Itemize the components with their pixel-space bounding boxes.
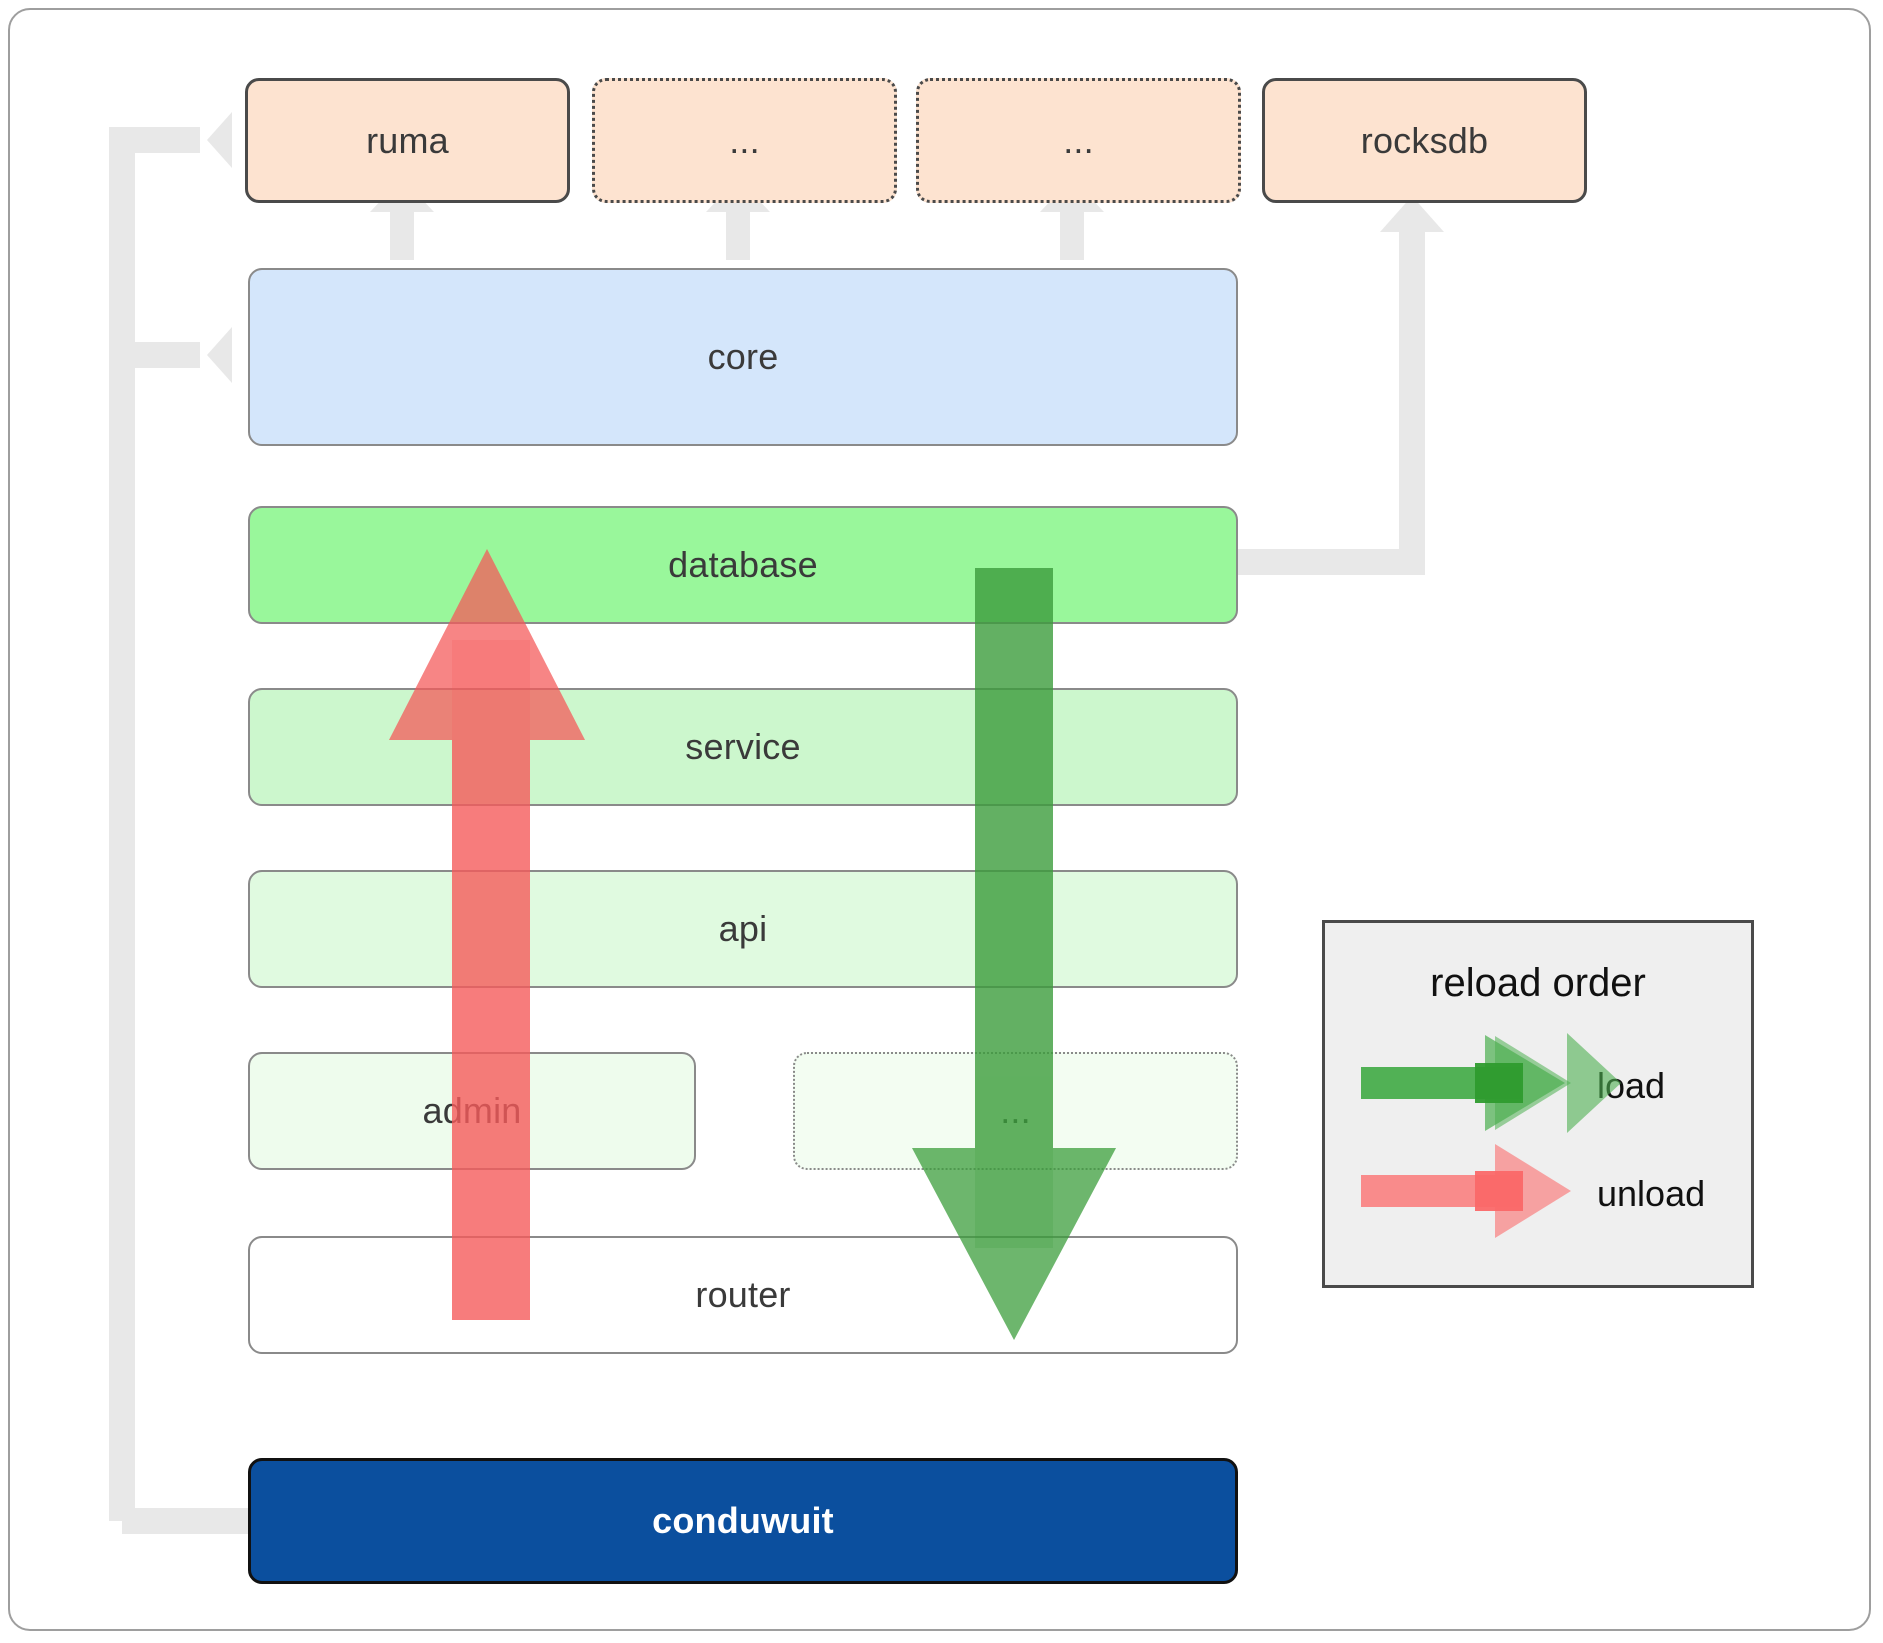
dependency-box-dots-2[interactable]: ... xyxy=(916,78,1241,203)
layer-label-dots: ... xyxy=(1000,1090,1031,1131)
layer-box-api[interactable]: api xyxy=(248,870,1238,988)
layer-label-database: database xyxy=(668,544,818,585)
dependency-label-dots-1: ... xyxy=(729,119,760,161)
layer-label-service: service xyxy=(685,726,801,767)
dependency-box-ruma[interactable]: ruma xyxy=(245,78,570,203)
layer-box-admin[interactable]: admin xyxy=(248,1052,696,1170)
layer-label-router: router xyxy=(695,1274,791,1315)
layer-label-admin: admin xyxy=(422,1090,522,1131)
layer-box-core[interactable]: core xyxy=(248,268,1238,446)
dependency-box-dots-1[interactable]: ... xyxy=(592,78,897,203)
root-label-conduwuit: conduwuit xyxy=(652,1500,834,1541)
legend-label-unload: unload xyxy=(1597,1173,1706,1214)
dependency-box-rocksdb[interactable]: rocksdb xyxy=(1262,78,1587,203)
layer-label-core: core xyxy=(707,336,779,377)
layer-box-dots[interactable]: ... xyxy=(793,1052,1238,1170)
layer-box-database[interactable]: database xyxy=(248,506,1238,624)
layer-box-service[interactable]: service xyxy=(248,688,1238,806)
layer-label-api: api xyxy=(718,908,768,949)
layer-box-router[interactable]: router xyxy=(248,1236,1238,1354)
dependency-label-dots-2: ... xyxy=(1063,119,1094,161)
dependency-label-ruma: ruma xyxy=(366,119,449,161)
legend-title: reload order xyxy=(1430,961,1646,1005)
dependency-label-rocksdb: rocksdb xyxy=(1360,119,1489,161)
root-box-conduwuit[interactable]: conduwuit xyxy=(248,1458,1238,1584)
